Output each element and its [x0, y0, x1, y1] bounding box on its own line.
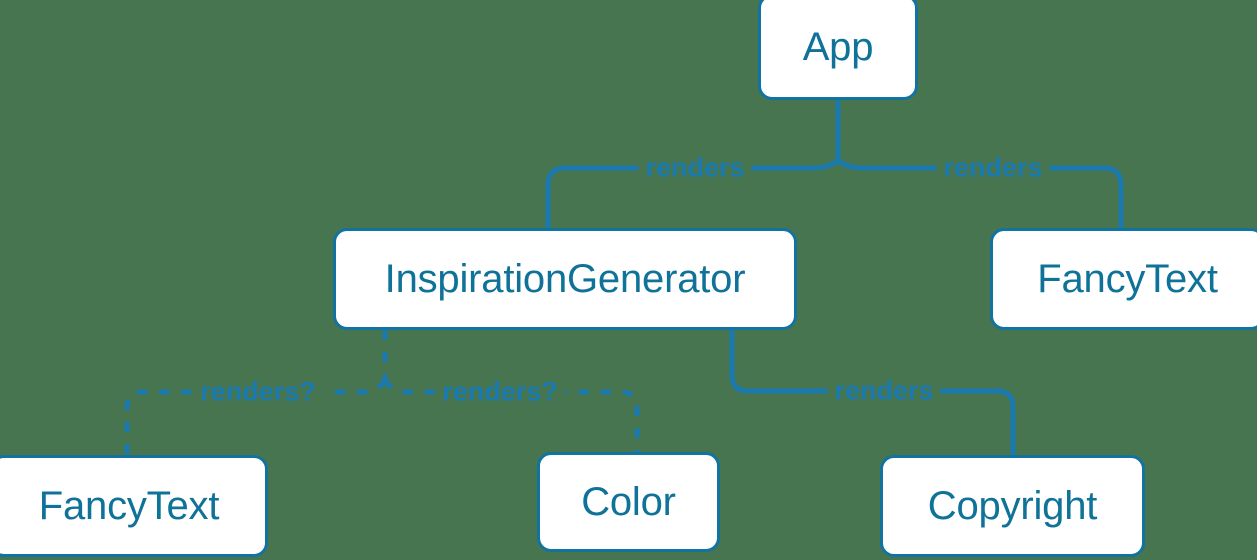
node-fancytext-left[interactable]: FancyText [0, 455, 268, 557]
edge-label-app-to-inspirationgenerator: renders [638, 154, 752, 182]
edge-inspirationgenerator-to-fancytext [124, 378, 388, 455]
edge-label-app-to-fancytext: renders [936, 154, 1050, 182]
node-fancytext-left-label: FancyText [38, 484, 220, 528]
edge-label-inspirationgenerator-to-copyright: renders [827, 377, 941, 405]
node-color-label: Color [581, 480, 676, 524]
node-copyright[interactable]: Copyright [880, 455, 1145, 557]
edge-label-inspirationgenerator-to-color: renders? [435, 378, 565, 406]
node-app-label: App [802, 25, 874, 69]
node-color[interactable]: Color [537, 452, 720, 552]
node-fancytext-right-label: FancyText [1037, 257, 1218, 301]
edge-label-inspirationgenerator-to-fancytext: renders? [193, 378, 323, 406]
edge-inspirationgenerator-to-color [382, 378, 640, 452]
node-inspirationgenerator-label: InspirationGenerator [384, 257, 746, 301]
edge-app-to-inspirationgenerator [545, 157, 841, 231]
node-fancytext-right[interactable]: FancyText [990, 228, 1257, 330]
edge-app-to-fancytext [835, 157, 1124, 231]
node-app[interactable]: App [758, 0, 918, 100]
node-copyright-label: Copyright [927, 484, 1098, 528]
node-inspirationgenerator[interactable]: InspirationGenerator [333, 228, 797, 330]
